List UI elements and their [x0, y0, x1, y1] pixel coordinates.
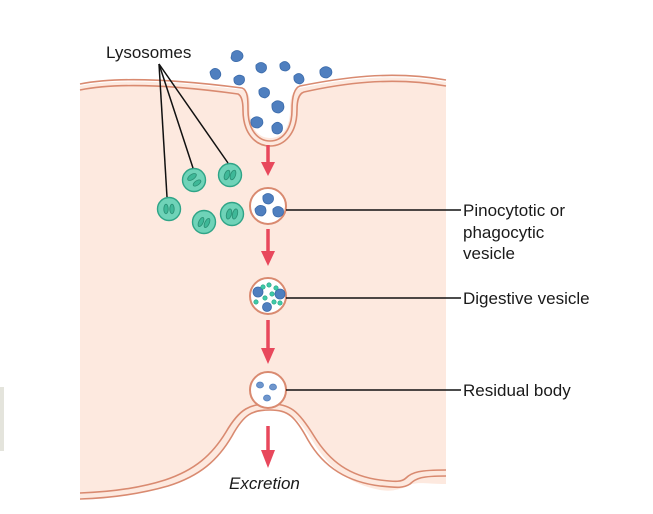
particle	[254, 205, 267, 217]
lysosome	[181, 167, 207, 193]
enzyme	[262, 295, 268, 301]
particle	[271, 121, 283, 135]
particle	[255, 62, 267, 74]
plasma-membrane-bottom	[79, 403, 447, 500]
label-pinocytotic-line3: vesicle	[463, 244, 515, 263]
particle	[258, 87, 270, 99]
arrow-down	[261, 320, 275, 364]
particle	[293, 73, 305, 85]
particle	[233, 74, 245, 86]
particle	[279, 61, 291, 72]
process-arrows	[261, 145, 275, 468]
label-pinocytotic-line1: Pinocytotic or	[463, 201, 565, 220]
enzyme	[269, 291, 275, 297]
particle	[319, 66, 333, 79]
pinocytotic-vesicle	[249, 187, 287, 225]
enzyme	[277, 300, 283, 306]
label-pinocytotic-line2: phagocytic	[463, 223, 545, 242]
digestive-vesicle	[249, 277, 287, 315]
particle	[209, 68, 222, 80]
residual-body	[249, 371, 287, 409]
particle	[271, 100, 285, 114]
particle	[274, 288, 286, 300]
enzyme	[273, 285, 279, 291]
lysosome	[219, 201, 245, 227]
particle	[272, 206, 284, 218]
extracellular-particles	[209, 50, 333, 135]
lysosome-leader-lines	[158, 63, 229, 198]
particle	[263, 394, 271, 402]
arrow-down	[261, 145, 275, 176]
page-edge-bar	[0, 387, 4, 451]
enzyme	[271, 299, 277, 305]
particle	[250, 116, 264, 129]
label-residual-body: Residual body	[463, 381, 571, 400]
arrow-down	[261, 229, 275, 266]
particle	[262, 302, 272, 312]
lysosome	[217, 162, 243, 188]
lysosomes	[156, 162, 245, 235]
particle	[269, 383, 277, 391]
label-excretion: Excretion	[229, 474, 300, 493]
enzyme	[260, 284, 266, 290]
label-lysosomes: Lysosomes	[106, 43, 191, 62]
particle	[230, 50, 244, 62]
label-digestive-vesicle: Digestive vesicle	[463, 289, 590, 308]
stage-leader-lines	[286, 209, 461, 391]
enzyme	[266, 282, 272, 288]
lysosome	[191, 209, 217, 235]
enzyme	[253, 299, 259, 305]
arrow-down	[261, 426, 275, 468]
lysosome	[156, 196, 182, 222]
plasma-membrane-top	[79, 74, 447, 147]
particle	[252, 286, 264, 298]
particle	[256, 381, 264, 389]
particle	[262, 193, 274, 205]
